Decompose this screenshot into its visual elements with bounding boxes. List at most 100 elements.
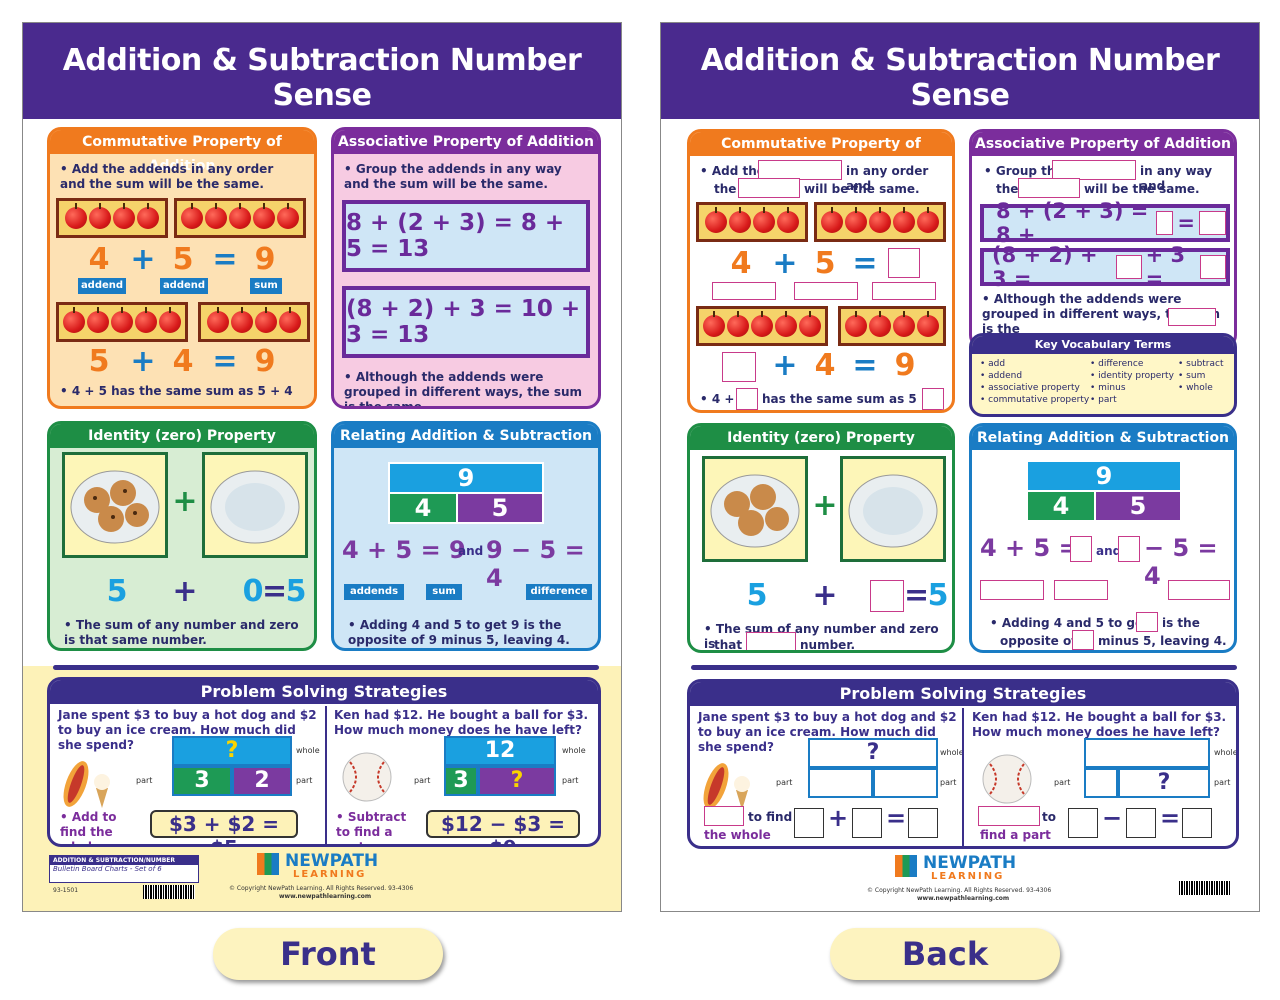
label-part-right-right: part bbox=[562, 776, 579, 785]
eq2-plus: + bbox=[772, 348, 798, 383]
eq1-equals: = bbox=[212, 242, 238, 277]
blank-operation[interactable] bbox=[704, 806, 744, 826]
vocab-title: Key Vocabulary Terms bbox=[972, 336, 1234, 354]
eq1-text: 8 + (2 + 3) = 8 + bbox=[996, 199, 1149, 247]
eq1-4: 4 bbox=[88, 242, 110, 277]
relating-footnote-c: opposite of bbox=[1000, 634, 1077, 648]
associative-title: Associative Property of Addition bbox=[972, 132, 1234, 156]
chart-header: Addition & Subtraction Number Sense bbox=[23, 23, 621, 119]
blank-right-eq-1[interactable] bbox=[1068, 808, 1098, 838]
blank-left-eq-3[interactable] bbox=[908, 808, 938, 838]
blank-eq1-a[interactable] bbox=[1155, 211, 1174, 235]
blank-eq2-a[interactable] bbox=[1116, 255, 1142, 279]
blank-zero[interactable] bbox=[870, 580, 904, 612]
eq1-equals: = bbox=[1177, 211, 1195, 235]
apple-group-5b bbox=[696, 306, 828, 346]
blank-eq1-sum[interactable] bbox=[888, 248, 920, 278]
right-hint-b: find a part bbox=[980, 828, 1051, 842]
line1b: in any order and bbox=[846, 164, 929, 193]
tag-sum: sum bbox=[250, 278, 282, 294]
identity-result: 5 bbox=[285, 574, 307, 609]
footer-label: ADDITION & SUBTRACTION/NUMBER SENSE Bull… bbox=[49, 855, 199, 883]
blank-label-addends[interactable] bbox=[980, 580, 1044, 600]
blank-operation-right[interactable] bbox=[978, 806, 1040, 826]
apple-group-5 bbox=[174, 198, 306, 238]
copyright: © Copyright NewPath Learning. All Rights… bbox=[867, 887, 1052, 894]
blank-footnote-1[interactable] bbox=[1136, 612, 1158, 632]
relating-panel: Relating Addition & Subtraction 9 4 5 4 … bbox=[331, 421, 601, 651]
identity-0: 0 bbox=[242, 574, 264, 609]
plate-plus: + bbox=[172, 484, 198, 519]
blank-eq2-b[interactable] bbox=[1200, 255, 1226, 279]
apple-group-4 bbox=[696, 202, 808, 242]
front-chart: Addition & Subtraction Number Sense Comm… bbox=[22, 22, 622, 912]
identity-footnote-c: number. bbox=[800, 638, 856, 652]
vocab-term: • minus bbox=[1090, 383, 1126, 393]
right-eq-equals: = bbox=[1159, 804, 1181, 832]
right-bar-part1: 3 bbox=[444, 766, 478, 796]
bar-whole: 9 bbox=[1026, 460, 1182, 492]
blank-left-eq-2[interactable] bbox=[852, 808, 882, 838]
left-bar-part2: 2 bbox=[232, 766, 292, 796]
blank-whole[interactable] bbox=[1118, 536, 1140, 562]
blank-label-difference[interactable] bbox=[1168, 580, 1230, 600]
blank-eq2-first[interactable] bbox=[722, 352, 756, 382]
associative-footnote: • Although the addends were grouped in d… bbox=[344, 370, 583, 409]
blank-label-2[interactable] bbox=[794, 282, 858, 300]
apple-group-4b bbox=[838, 306, 946, 346]
blank-eq1-b[interactable] bbox=[1198, 211, 1226, 235]
relating-footnote-a: • Adding 4 and 5 to get bbox=[990, 616, 1149, 630]
apple-group-4b bbox=[198, 302, 310, 342]
blank-sum[interactable] bbox=[738, 178, 800, 198]
eq2-9: 9 bbox=[254, 344, 276, 379]
blank-addends[interactable] bbox=[758, 160, 842, 180]
baseball-image bbox=[980, 752, 1034, 806]
blank-footnote-2[interactable] bbox=[922, 388, 944, 410]
line1b: in any way and bbox=[1140, 164, 1213, 193]
vocab-term: • addend bbox=[980, 371, 1023, 381]
blank-label-3[interactable] bbox=[872, 282, 936, 300]
left-hint-a: to find bbox=[748, 810, 793, 824]
identity-title: Identity (zero) Property bbox=[50, 424, 314, 448]
line1a: • Group the bbox=[984, 164, 1064, 178]
blank-sum[interactable] bbox=[1018, 178, 1080, 198]
identity-panel: Identity (zero) Property + 5 + 0 = 5 • T… bbox=[47, 421, 317, 651]
relating-eq: 4 + 5 = bbox=[980, 534, 1079, 562]
relating-and: and bbox=[458, 544, 484, 558]
relating-panel: Relating Addition & Subtraction 9 4 5 4 … bbox=[969, 423, 1237, 653]
identity-footnote: • The sum of any number and zero is that… bbox=[64, 618, 299, 647]
bar-part-left: 4 bbox=[1026, 490, 1096, 522]
label-part-right-left: part bbox=[414, 776, 431, 785]
blank-footnote[interactable] bbox=[1168, 308, 1216, 326]
eq1-plus: + bbox=[130, 242, 156, 277]
blank-sum[interactable] bbox=[1070, 536, 1092, 562]
vocab-term: • difference bbox=[1090, 359, 1144, 369]
blank-same[interactable] bbox=[746, 632, 796, 650]
vocab-col3: • subtract • sum • whole bbox=[1178, 358, 1224, 394]
eq2-9: 9 bbox=[894, 348, 916, 383]
blank-label-1[interactable] bbox=[712, 282, 776, 300]
right-bar-part2: ? bbox=[478, 766, 556, 796]
blank-left-eq-1[interactable] bbox=[794, 808, 824, 838]
identity-panel: Identity (zero) Property + 5 + = 5 • The… bbox=[687, 423, 955, 653]
blank-right-eq-3[interactable] bbox=[1182, 808, 1212, 838]
identity-plus: + bbox=[812, 578, 838, 613]
problem-divider bbox=[962, 708, 964, 846]
relating-footnote-b: is the bbox=[1162, 616, 1200, 630]
left-bar-part2[interactable] bbox=[873, 768, 938, 798]
vocab-term: • whole bbox=[1178, 383, 1213, 393]
relating-footnote: • Adding 4 and 5 to get 9 is the opposit… bbox=[348, 618, 570, 647]
right-eq-minus: − bbox=[1101, 804, 1123, 832]
back-chart: Addition & Subtraction Number Sense Comm… bbox=[660, 22, 1260, 912]
blank-label-sum[interactable] bbox=[1054, 580, 1108, 600]
blank-footnote-2[interactable] bbox=[1072, 630, 1094, 650]
right-bar-whole[interactable] bbox=[1084, 738, 1210, 768]
label-whole: whole bbox=[940, 748, 964, 757]
right-bar-part1[interactable] bbox=[1084, 768, 1118, 798]
left-bar-whole: ? bbox=[172, 736, 292, 766]
cookie-plate-image bbox=[62, 452, 168, 558]
blank-right-eq-2[interactable] bbox=[1126, 808, 1156, 838]
blank-footnote-1[interactable] bbox=[736, 388, 758, 410]
left-bar-part1[interactable] bbox=[808, 768, 873, 798]
blank-addends[interactable] bbox=[1052, 160, 1136, 180]
